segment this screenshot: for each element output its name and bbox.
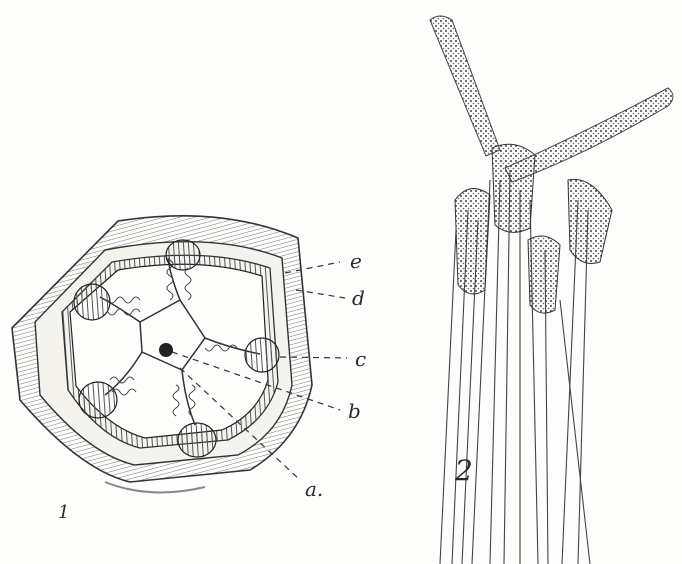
- anther-2: [492, 144, 535, 232]
- lobe-right: [245, 338, 279, 372]
- label-e: e: [350, 249, 362, 273]
- label-c: c: [355, 347, 366, 371]
- anther-3: [528, 236, 560, 313]
- stamen-drawing: 2: [430, 16, 673, 564]
- stigma-left: [430, 16, 500, 156]
- label-b: b: [348, 399, 361, 423]
- lobe-top: [166, 240, 200, 270]
- figure-2-number: 2: [454, 454, 473, 487]
- central-point: [159, 343, 173, 357]
- label-d: d: [352, 286, 365, 310]
- cross-section-drawing: e d c b a. 1: [12, 216, 366, 523]
- label-a: a.: [305, 477, 323, 501]
- anther-1: [455, 189, 490, 294]
- lobe-lower-left: [79, 382, 117, 418]
- lobe-left: [74, 284, 110, 320]
- anther-4: [568, 179, 612, 263]
- figure-1-number: 1: [58, 502, 69, 523]
- lobe-bottom: [178, 423, 216, 457]
